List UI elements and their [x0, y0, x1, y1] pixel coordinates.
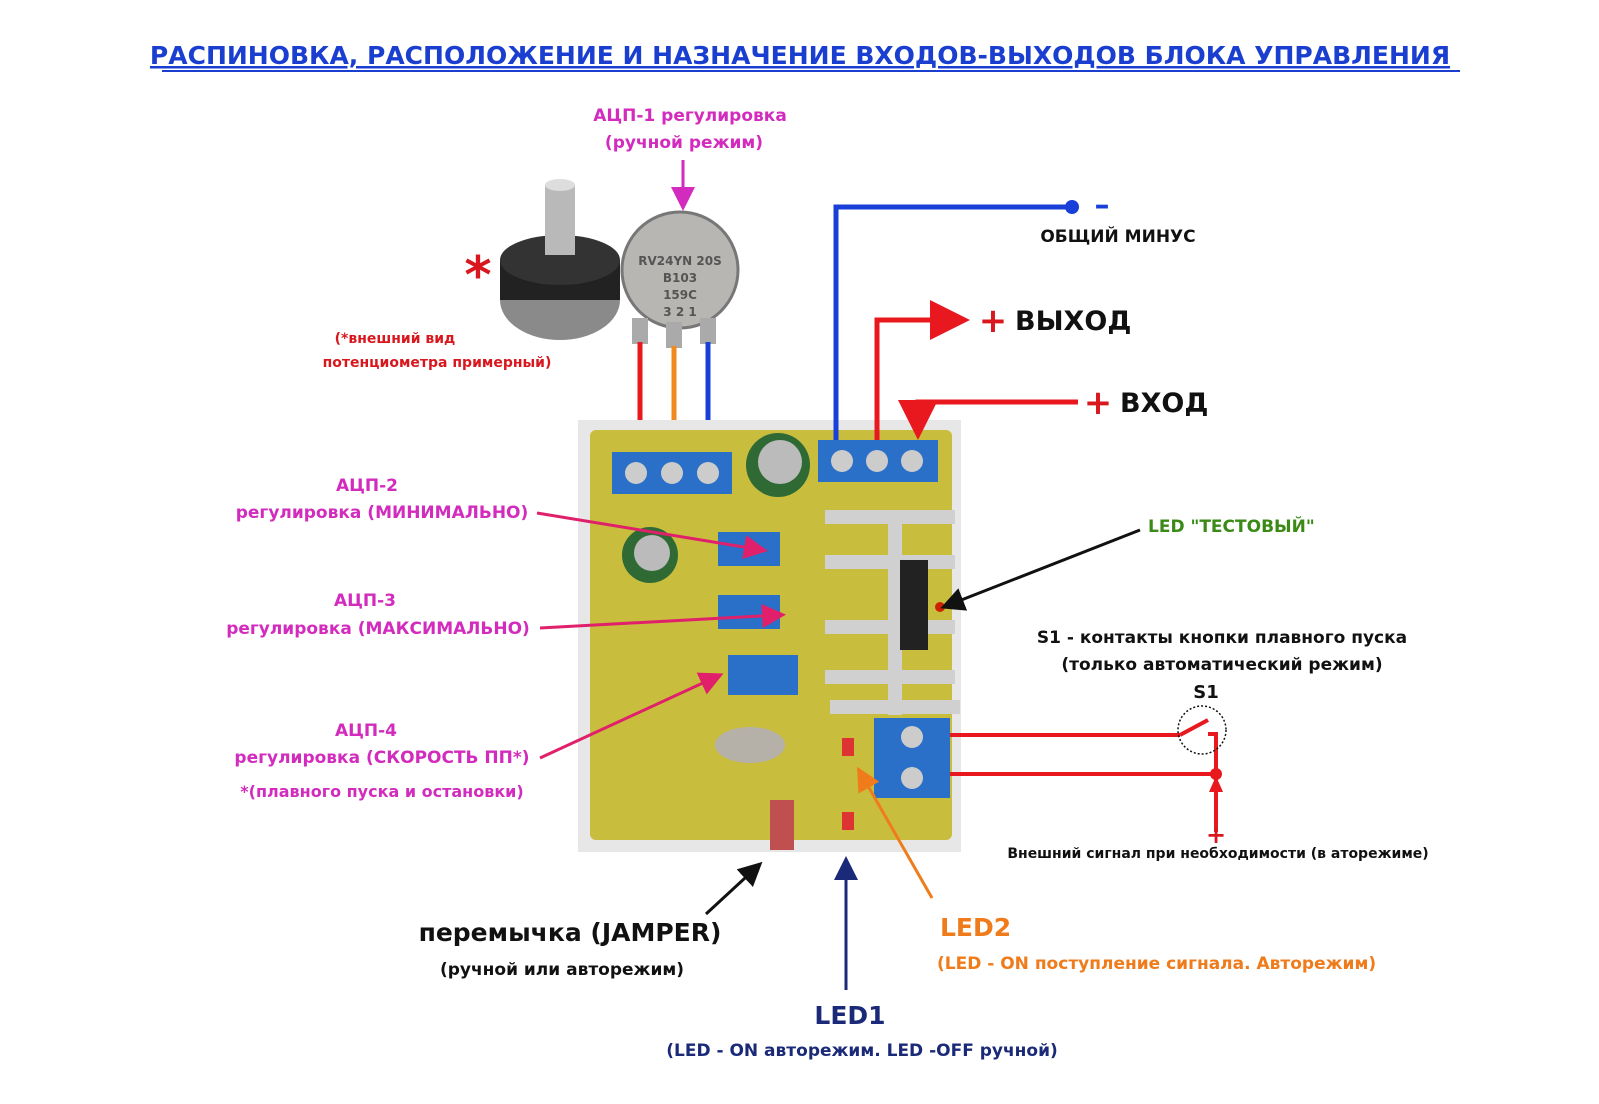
s1-title: S1 - контакты кнопки плавного пуска: [1037, 628, 1407, 648]
potentiometer-example-image: [500, 179, 620, 340]
pot-marking-3: 159C: [663, 288, 697, 302]
adc1-mode: (ручной режим): [605, 133, 763, 153]
s1-mode: (только автоматический режим): [1061, 655, 1382, 675]
pot-note-line1: (*внешний вид: [335, 331, 456, 347]
s1-label: S1: [1193, 682, 1219, 703]
output-label: ВЫХОД: [1015, 306, 1131, 337]
jumper-arrow: [704, 861, 763, 916]
page-title: РАСПИНОВКА, РАСПОЛОЖЕНИЕ И НАЗНАЧЕНИЕ ВХ…: [150, 41, 1450, 70]
external-signal-sign: +: [1206, 821, 1226, 849]
pot-star: *: [464, 246, 491, 306]
jumper-desc: (ручной или авторежим): [440, 960, 684, 980]
input-label: ВХОД: [1120, 388, 1208, 419]
pot-marking-2: B103: [663, 271, 697, 285]
adc3-arrow: [539, 603, 786, 630]
control-board-pcb: [578, 420, 961, 852]
pot-marking-1: RV24YN 20S: [638, 254, 721, 268]
led1-desc: (LED - ON авторежим. LED -OFF ручной): [666, 1041, 1058, 1061]
s1-switch-symbol: [950, 705, 1227, 832]
led2-arrow: [857, 766, 934, 899]
common-minus-label: ОБЩИЙ МИНУС: [1040, 225, 1195, 247]
pot-marking-4: 3 2 1: [663, 305, 696, 319]
common-minus-sign: –: [1095, 188, 1110, 223]
adc4-arrow: [539, 672, 724, 760]
common-minus-wire: [833, 204, 1072, 440]
adc4-note: *(плавного пуска и остановки): [240, 782, 523, 801]
adc2-label: АЦП-2: [336, 476, 398, 496]
external-signal-label: Внешний сигнал при необходимости (в атор…: [1007, 846, 1428, 862]
pot-note-line2: потенциометра примерный): [323, 355, 552, 371]
input-sign: +: [1084, 383, 1113, 423]
adc4-label: АЦП-4: [335, 721, 397, 741]
adc1-label: АЦП-1 регулировка: [593, 106, 787, 126]
output-wire: [874, 300, 970, 440]
jumper-label: перемычка (JAMPER): [419, 918, 722, 947]
adc4-desc: регулировка (СКОРОСТЬ ПП*): [234, 748, 529, 768]
adc2-desc: регулировка (МИНИМАЛЬНО): [236, 503, 529, 523]
led-test-label: LED "ТЕСТОВЫЙ": [1148, 515, 1315, 537]
output-sign: +: [979, 301, 1008, 341]
led-test-arrow: [940, 528, 1141, 611]
input-wire: [898, 399, 1078, 440]
led2-title: LED2: [940, 913, 1011, 942]
adc2-arrow: [536, 511, 768, 559]
potentiometer-adc1: RV24YN 20S B103 159C 3 2 1: [620, 210, 740, 348]
led2-desc: (LED - ON поступление сигнала. Авторежим…: [937, 954, 1376, 974]
led1-title: LED1: [814, 1001, 885, 1030]
adc3-label: АЦП-3: [334, 591, 396, 611]
adc3-desc: регулировка (МАКСИМАЛЬНО): [226, 619, 530, 639]
